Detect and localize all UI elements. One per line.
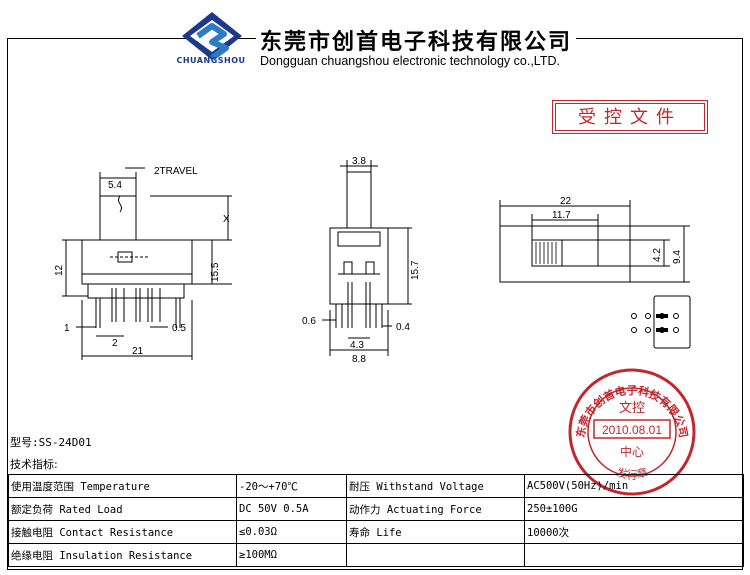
- spec-title: 技术指标:: [10, 458, 58, 471]
- dim-side-pin-width: 0.4: [396, 322, 410, 333]
- dim-side-width-total: 8.8: [352, 354, 366, 365]
- table-row: 使用温度范围 Temperature -20～+70℃ 耐压 Withstand…: [8, 474, 744, 498]
- dim-front-pin-left: 1: [64, 323, 70, 334]
- dim-side-pin-spacing: 4.3: [350, 340, 364, 351]
- dim-side-pin-thickness: 0.6: [302, 316, 316, 327]
- spec-value: DC 50V 0.5A: [236, 497, 347, 521]
- spec-table: 使用温度范围 Temperature -20～+70℃ 耐压 Withstand…: [8, 474, 744, 567]
- dim-front-height-body: 12: [54, 264, 65, 276]
- spec-label: 接触电阻 Contact Resistance: [8, 520, 237, 544]
- dim-front-travel: 2TRAVEL: [154, 166, 198, 177]
- spec-label: [346, 543, 525, 567]
- dim-top-width-total: 22: [560, 196, 572, 207]
- table-row: 接触电阻 Contact Resistance ≤0.03Ω 寿命 Life 1…: [8, 520, 744, 544]
- spec-value: ≤0.03Ω: [236, 520, 347, 544]
- spec-label: 耐压 Withstand Voltage: [346, 474, 525, 498]
- dim-top-height-total: 9.4: [672, 250, 683, 264]
- spec-value: 250±100G: [524, 497, 744, 521]
- brand-name: CHUANGSHOU: [176, 56, 246, 65]
- dim-front-width-total: 21: [132, 346, 144, 357]
- controlled-document-label: 受控文件: [555, 103, 705, 131]
- spec-label: 动作力 Actuating Force: [346, 497, 525, 521]
- spec-label: 额定负荷 Rated Load: [8, 497, 237, 521]
- spec-value: AC500V(50Hz)/min: [524, 474, 744, 498]
- seal-title: 文控: [619, 400, 645, 415]
- company-seal-icon: 东莞市创首电子科技有限公司 文控 2010.08.01 中心 发行章: [568, 368, 696, 496]
- seal-date: 2010.08.01: [602, 423, 662, 437]
- seal-center: 中心: [620, 444, 644, 459]
- spec-value: [524, 543, 744, 567]
- model-number: 型号:SS-24D01: [10, 436, 92, 449]
- dim-front-pin-pitch: 2: [112, 338, 118, 349]
- company-logo-icon: [182, 12, 242, 61]
- dim-top-window-height: 4.2: [652, 248, 663, 262]
- side-view: [322, 160, 412, 356]
- controlled-document-stamp: 受控文件: [552, 100, 708, 134]
- spec-label: 绝缘电阻 Insulation Resistance: [8, 543, 237, 567]
- company-name-en: Dongguan chuangshou electronic technolog…: [260, 54, 560, 68]
- dim-front-lever-width: 5.4: [108, 180, 122, 191]
- table-row: 绝缘电阻 Insulation Resistance ≥100MΩ: [8, 543, 744, 567]
- spec-value: 10000次: [524, 520, 744, 544]
- dim-side-height-total: 15.7: [410, 260, 421, 280]
- dim-front-lever-height: X: [223, 214, 230, 225]
- spec-value: ≥100MΩ: [236, 543, 347, 567]
- dim-front-pin-gap: 0.5: [172, 323, 186, 334]
- top-view: [499, 200, 691, 349]
- dim-front-height-total: 15.5: [210, 262, 221, 282]
- dim-top-window-width: 11.7: [552, 210, 571, 221]
- company-name-cn: 东莞市创首电子科技有限公司: [256, 24, 577, 56]
- dim-side-lever-width: 3.8: [352, 156, 366, 167]
- spec-value: -20～+70℃: [236, 474, 347, 498]
- spec-label: 寿命 Life: [346, 520, 525, 544]
- front-view: [62, 167, 232, 360]
- spec-label: 使用温度范围 Temperature: [8, 474, 237, 498]
- table-row: 额定负荷 Rated Load DC 50V 0.5A 动作力 Actuatin…: [8, 497, 744, 521]
